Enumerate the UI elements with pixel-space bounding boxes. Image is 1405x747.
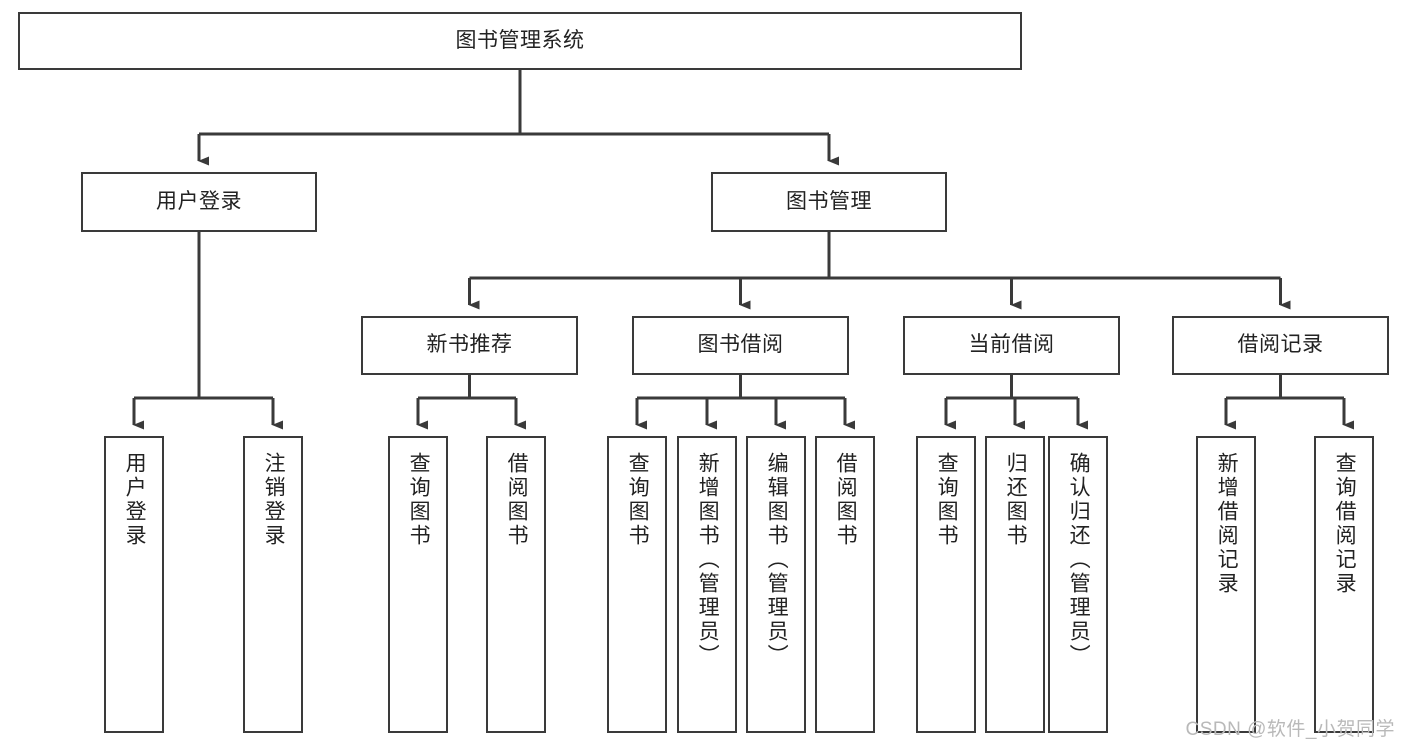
node-leaf-borrow-book-2[interactable]: 借阅图书: [815, 436, 875, 733]
node-leaf-query-book-1[interactable]: 查询图书: [388, 436, 448, 733]
node-label: 当前借阅: [968, 333, 1055, 357]
node-current-borrow[interactable]: 当前借阅: [903, 316, 1120, 375]
node-label: 查询借阅记录: [1333, 452, 1357, 596]
node-user-login[interactable]: 用户登录: [81, 172, 317, 232]
node-leaf-user-login[interactable]: 用户登录: [104, 436, 164, 733]
node-label: 用户登录: [156, 189, 242, 213]
node-book-manage[interactable]: 图书管理: [711, 172, 947, 232]
node-root[interactable]: 图书管理系统: [18, 12, 1022, 70]
node-label: 编辑图书（管理员）: [765, 452, 789, 668]
node-label: 新书推荐: [426, 333, 513, 357]
node-leaf-add-book[interactable]: 新增图书（管理员）: [677, 436, 737, 733]
node-book-borrow[interactable]: 图书借阅: [632, 316, 849, 375]
node-leaf-add-record[interactable]: 新增借阅记录: [1196, 436, 1256, 733]
node-label: 查询图书: [626, 452, 650, 548]
node-label: 用户登录: [123, 452, 147, 548]
node-new-book-rec[interactable]: 新书推荐: [361, 316, 578, 375]
node-label: 归还图书: [1004, 452, 1028, 548]
node-label: 注销登录: [262, 452, 286, 548]
node-leaf-confirm-return[interactable]: 确认归还（管理员）: [1048, 436, 1108, 733]
node-leaf-logout[interactable]: 注销登录: [243, 436, 303, 733]
node-leaf-edit-book[interactable]: 编辑图书（管理员）: [746, 436, 806, 733]
node-leaf-borrow-book-1[interactable]: 借阅图书: [486, 436, 546, 733]
node-label: 图书管理: [786, 189, 872, 213]
node-leaf-query-book-3[interactable]: 查询图书: [916, 436, 976, 733]
node-label: 查询图书: [407, 452, 431, 548]
node-borrow-record[interactable]: 借阅记录: [1172, 316, 1389, 375]
node-label: 图书借阅: [697, 333, 784, 357]
node-leaf-query-book-2[interactable]: 查询图书: [607, 436, 667, 733]
node-label: 借阅图书: [834, 452, 858, 548]
node-label: 借阅记录: [1237, 333, 1324, 357]
node-leaf-query-record[interactable]: 查询借阅记录: [1314, 436, 1374, 733]
node-label: 确认归还（管理员）: [1067, 452, 1091, 668]
node-label: 新增图书（管理员）: [696, 452, 720, 668]
node-label: 查询图书: [935, 452, 959, 548]
node-leaf-return-book[interactable]: 归还图书: [985, 436, 1045, 733]
node-label: 新增借阅记录: [1215, 452, 1239, 596]
node-label: 借阅图书: [505, 452, 529, 548]
node-label: 图书管理系统: [455, 28, 585, 52]
